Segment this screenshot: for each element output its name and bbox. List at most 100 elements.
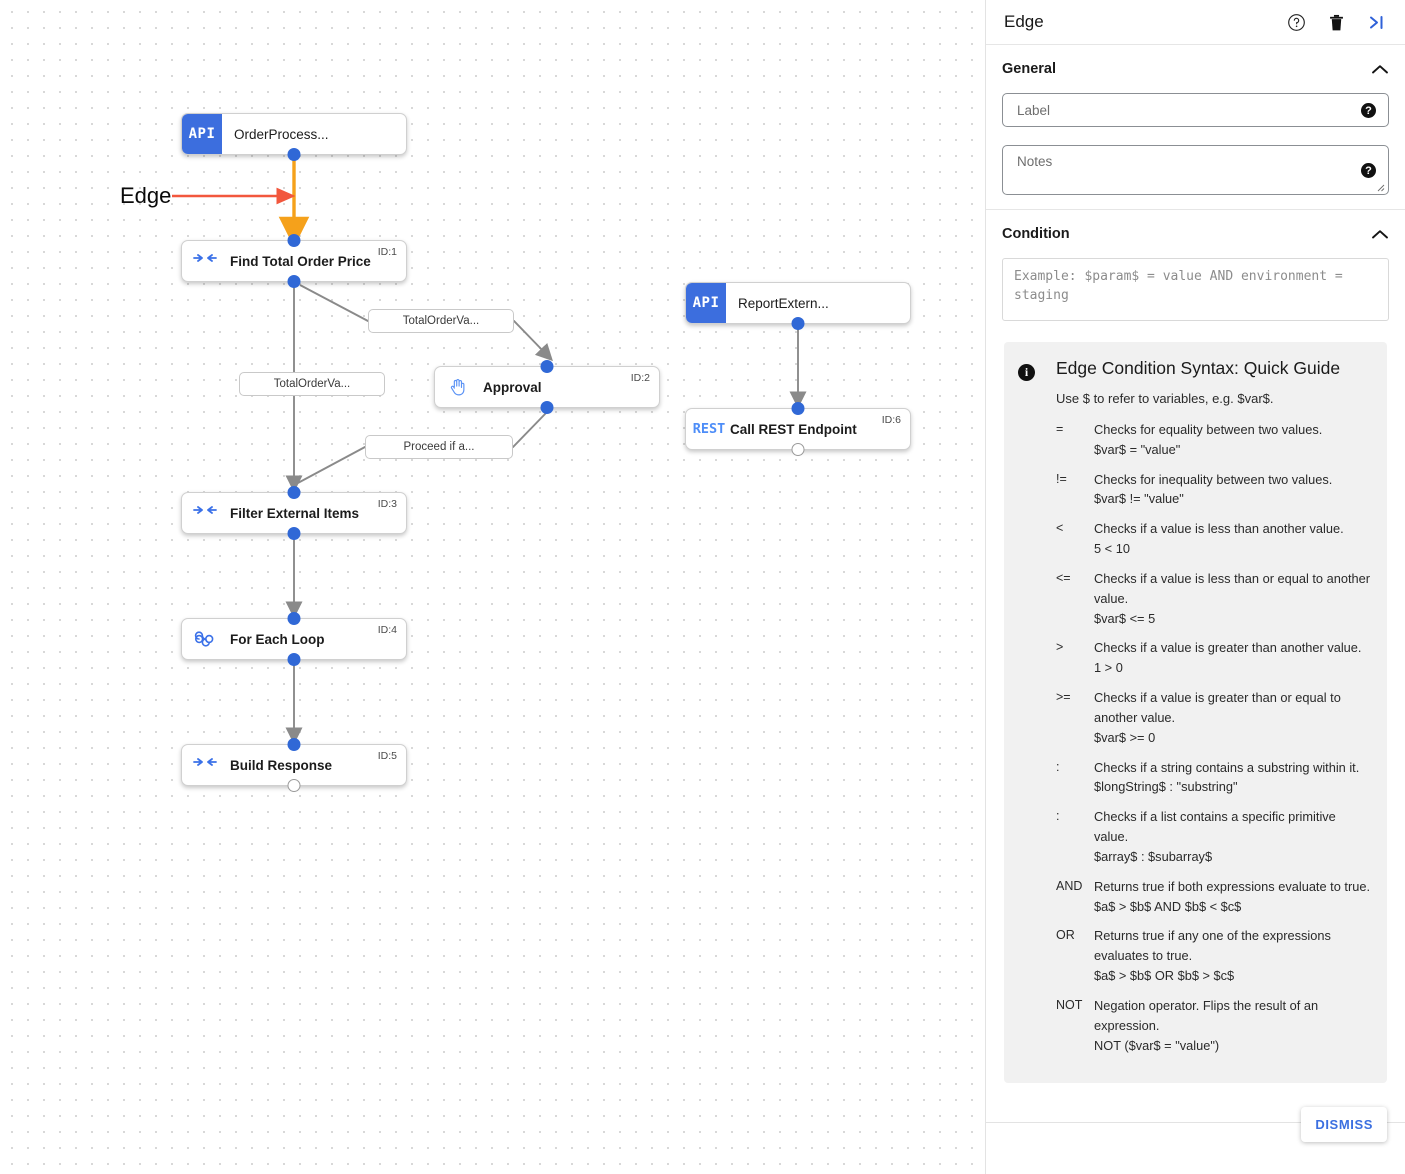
node-output-port[interactable] [287, 779, 301, 792]
operator-example: $var$ <= 5 [1094, 610, 1156, 626]
general-section-header[interactable]: General [1002, 61, 1389, 77]
panel-header: Edge [986, 0, 1405, 45]
label-help-icon[interactable]: ? [1361, 103, 1376, 118]
label-field[interactable]: Label ? [1002, 93, 1389, 127]
label-field-placeholder: Label [1017, 102, 1051, 118]
operator-row: = Checks for equality between two values.… [1056, 420, 1373, 460]
node-input-port[interactable] [287, 234, 301, 247]
operator-example: 5 < 10 [1094, 541, 1130, 557]
condition-input[interactable]: Example: $param$ = value AND environment… [1002, 258, 1389, 321]
node-input-port[interactable] [791, 402, 805, 415]
operator-example: $var$ >= 0 [1094, 729, 1156, 745]
node-input-port[interactable] [287, 612, 301, 625]
operator-body: Returns true if any one of the expressio… [1094, 926, 1373, 985]
resize-grip-icon[interactable] [1375, 182, 1385, 192]
node-call-rest-endpoint[interactable]: REST Call REST Endpoint ID:6 [685, 402, 911, 456]
node-title: OrderProcess... [234, 126, 329, 142]
node-for-each-loop[interactable]: For Each Loop ID:4 [181, 612, 407, 666]
operator-example: $longString$ : "substring" [1094, 779, 1238, 795]
operator-symbol: = [1056, 422, 1064, 436]
dismiss-button[interactable]: DISMISS [1301, 1107, 1387, 1142]
node-input-port[interactable] [287, 486, 301, 499]
chevron-up-icon[interactable] [1371, 64, 1389, 75]
operator-example: $var$ = "value" [1094, 441, 1181, 457]
operator-description: Checks if a value is less than another v… [1094, 521, 1344, 537]
operator-example: NOT ($var$ = "value") [1094, 1037, 1220, 1053]
operator-description: Checks if a value is less than or equal … [1094, 570, 1371, 606]
operator-description: Checks if a value is greater than or equ… [1094, 690, 1341, 725]
help-circle-icon[interactable] [1287, 13, 1306, 32]
chevron-up-icon[interactable] [1371, 229, 1389, 240]
panel-footer: DISMISS [986, 1107, 1405, 1174]
operator-body: Checks for equality between two values. $… [1094, 420, 1373, 460]
node-output-port[interactable] [287, 527, 301, 540]
node-title: For Each Loop [230, 631, 325, 647]
condition-section-header[interactable]: Condition [1002, 226, 1389, 242]
node-title: Filter External Items [230, 505, 360, 521]
node-id-label: ID:6 [881, 414, 901, 426]
operator-body: Checks if a value is greater than or equ… [1094, 688, 1373, 747]
node-id-label: ID:2 [630, 372, 650, 384]
node-input-port[interactable] [287, 738, 301, 751]
operator-body: Returns true if both expressions evaluat… [1094, 877, 1373, 917]
node-output-port[interactable] [287, 275, 301, 288]
edge-layer [172, 156, 807, 745]
guide-title: Edge Condition Syntax: Quick Guide [1056, 358, 1341, 378]
operator-row: >= Checks if a value is greater than or e… [1056, 688, 1373, 747]
operator-symbol: : [1056, 759, 1060, 774]
operator-example: $var$ != "value" [1094, 491, 1184, 507]
guide-subtitle: Use $ to refer to variables, e.g. $var$. [1056, 391, 1274, 406]
operator-symbol: >= [1056, 690, 1071, 705]
trash-icon[interactable] [1328, 13, 1345, 32]
condition-quick-guide: i Edge Condition Syntax: Quick Guide Use… [1004, 342, 1387, 1084]
node-approval[interactable]: Approval ID:2 [434, 360, 660, 414]
section-divider [986, 209, 1405, 210]
collapse-panel-icon[interactable] [1367, 14, 1387, 31]
operator-row: OR Returns true if any one of the express… [1056, 926, 1373, 985]
node-output-port[interactable] [791, 317, 805, 330]
edge-label-proceed-if-approved[interactable]: Proceed if a... [365, 435, 513, 459]
condition-heading: Condition [1002, 226, 1070, 242]
node-id-label: ID:5 [377, 750, 397, 762]
node-output-port[interactable] [287, 653, 301, 666]
flow-canvas[interactable]: Edge API OrderProcess... Find Total Orde… [0, 0, 985, 1174]
node-output-port[interactable] [791, 443, 805, 456]
operator-symbol: AND [1056, 878, 1083, 893]
node-id-label: ID:1 [377, 246, 397, 258]
edge-label-total-order-value-1[interactable]: TotalOrderVa... [368, 309, 514, 333]
node-title: ReportExtern... [738, 295, 829, 311]
operator-description: Checks if a string contains a substring … [1094, 759, 1360, 775]
node-title: Find Total Order Price [230, 253, 371, 269]
node-find-total-order-price[interactable]: Find Total Order Price ID:1 [181, 234, 407, 288]
node-build-response[interactable]: Build Response ID:5 [181, 738, 407, 792]
operator-description: Checks for inequality between two values… [1094, 471, 1333, 487]
operator-row: <= Checks if a value is less than or equa… [1056, 569, 1373, 628]
operator-symbol: OR [1056, 928, 1075, 943]
operator-description: Checks for equality between two values. [1094, 422, 1323, 437]
node-output-port[interactable] [540, 401, 554, 414]
operator-symbol: <= [1056, 570, 1071, 585]
operator-symbol: > [1056, 640, 1064, 655]
edge-label-total-order-value-2[interactable]: TotalOrderVa... [239, 372, 385, 396]
edge-properties-panel: Edge [985, 0, 1405, 1174]
operator-example: $a$ > $b$ AND $b$ < $c$ [1094, 898, 1242, 914]
node-reportextern[interactable]: API ReportExtern... [685, 282, 911, 330]
operator-symbol: NOT [1056, 997, 1083, 1012]
operator-symbol: < [1056, 521, 1064, 536]
notes-field[interactable]: Notes ? [1002, 145, 1389, 195]
node-filter-external-items[interactable]: Filter External Items ID:3 [181, 486, 407, 540]
node-output-port[interactable] [287, 148, 301, 161]
operator-body: Checks for inequality between two values… [1094, 470, 1373, 510]
operator-description: Returns true if both expressions evaluat… [1094, 878, 1370, 894]
node-input-port[interactable] [540, 360, 554, 373]
info-icon: i [1018, 364, 1035, 381]
operator-example: $a$ > $b$ OR $b$ > $c$ [1094, 968, 1235, 984]
notes-help-icon[interactable]: ? [1361, 163, 1376, 178]
operator-body: Checks if a value is less than or equal … [1094, 569, 1373, 628]
panel-title: Edge [1004, 12, 1044, 31]
node-orderprocess[interactable]: API OrderProcess... [181, 113, 407, 161]
operator-description: Checks if a value is greater than anothe… [1094, 640, 1362, 656]
operator-body: Checks if a list contains a specific pri… [1094, 807, 1373, 866]
operator-symbol: : [1056, 809, 1060, 824]
